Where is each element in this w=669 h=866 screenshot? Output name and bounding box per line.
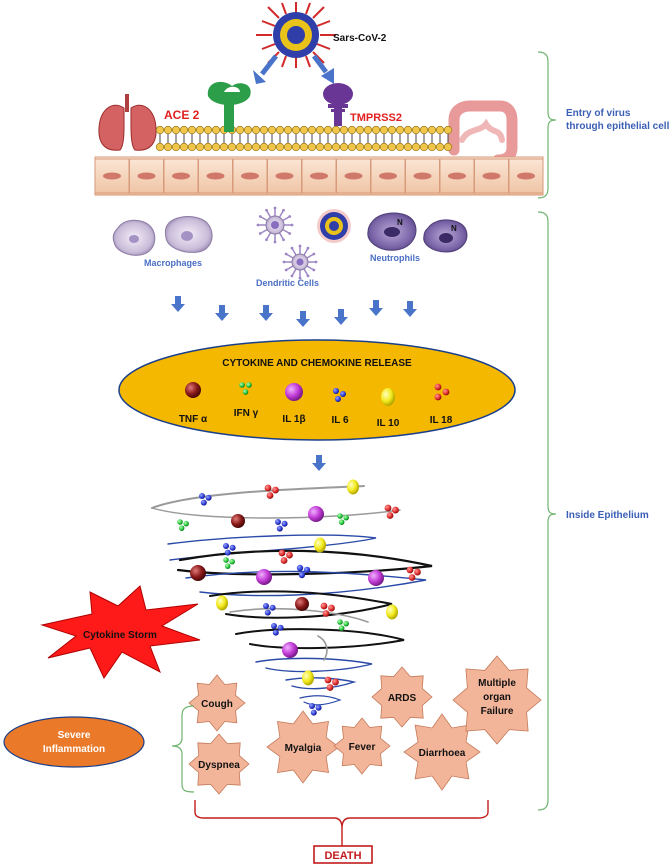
virus-entry-arrows (253, 54, 334, 84)
dendritic-cell-icon (282, 244, 318, 280)
inside-label: Inside Epithelium (566, 510, 649, 521)
virus-label: Sars-CoV-2 (333, 33, 387, 44)
dendritic-label: Dendritic Cells (256, 278, 319, 288)
cytokine-release-ellipse (118, 339, 516, 441)
inside-bracket (537, 211, 557, 811)
cytokine-release-title: CYTOKINE AND CHEMOKINE RELEASE (222, 358, 412, 369)
cytokine-storm-label: Cytokine Storm (83, 630, 157, 641)
symptom-mof-line1: Multiple (478, 678, 516, 689)
il-1b-icon (285, 383, 303, 401)
macrophage-icon (112, 219, 156, 256)
tmprss2-receptor-icon (323, 83, 353, 126)
intestine-icon (448, 100, 518, 166)
il-10-icon (381, 388, 395, 406)
symptom-diarrhoea: Diarrhoea (419, 748, 466, 759)
virus-small-icon (317, 209, 351, 243)
il-6-icon (333, 388, 346, 402)
entry-label-line1: Entry of virus (566, 108, 631, 119)
symptom-mof-line3: Failure (481, 706, 514, 717)
ace2-label: ACE 2 (164, 108, 200, 122)
cytokine-storm-burst (40, 585, 201, 680)
tornado-particles (177, 479, 421, 716)
symptom-ards: ARDS (388, 693, 417, 704)
dendritic-cell-icon (256, 206, 294, 244)
macrophage-icon (164, 216, 213, 253)
neutrophil-icon: N (367, 212, 417, 251)
severe-inflammation-line1: Severe (58, 730, 91, 741)
tmprss2-label: TMPRSS2 (350, 112, 402, 124)
severe-inflammation-line2: Inflammation (43, 744, 105, 755)
symptom-bracket (171, 705, 195, 793)
svg-text:N: N (451, 224, 457, 233)
il-1b-label: IL 1β (282, 414, 305, 425)
il-18-icon (434, 383, 450, 401)
symptom-fever: Fever (349, 742, 376, 753)
tnf-alpha-icon (185, 382, 201, 398)
severe-inflammation-ellipse (3, 716, 145, 768)
entry-label-line2: through epithelial cell (566, 121, 669, 132)
epithelium-layer (94, 156, 544, 196)
ace2-receptor-icon (207, 81, 251, 132)
release-arrows (171, 296, 417, 327)
il-18-label: IL 18 (430, 415, 453, 426)
death-bracket (194, 800, 489, 846)
symptom-dyspnea: Dyspnea (198, 760, 240, 771)
symptom-cough: Cough (201, 699, 233, 710)
tnf-alpha-label: TNF α (179, 414, 208, 425)
symptoms-group (188, 655, 542, 795)
ifn-gamma-icon (239, 382, 252, 395)
il-6-label: IL 6 (331, 415, 348, 426)
cell-membrane (155, 125, 453, 152)
il-10-label: IL 10 (377, 418, 400, 429)
lungs-icon (98, 94, 157, 151)
symptom-mof-line2: organ (483, 692, 511, 703)
svg-text:N: N (397, 218, 403, 227)
neutrophil-icon: N (423, 219, 468, 253)
storm-arrow (312, 455, 326, 471)
death-label: DEATH (324, 850, 361, 862)
macrophages-label: Macrophages (144, 258, 202, 268)
virus-icon (256, 2, 336, 68)
symptom-myalgia: Myalgia (285, 743, 322, 754)
entry-bracket (537, 51, 557, 199)
death-box (313, 845, 373, 864)
ifn-gamma-label: IFN γ (234, 408, 259, 419)
neutrophils-label: Neutrophils (370, 253, 420, 263)
